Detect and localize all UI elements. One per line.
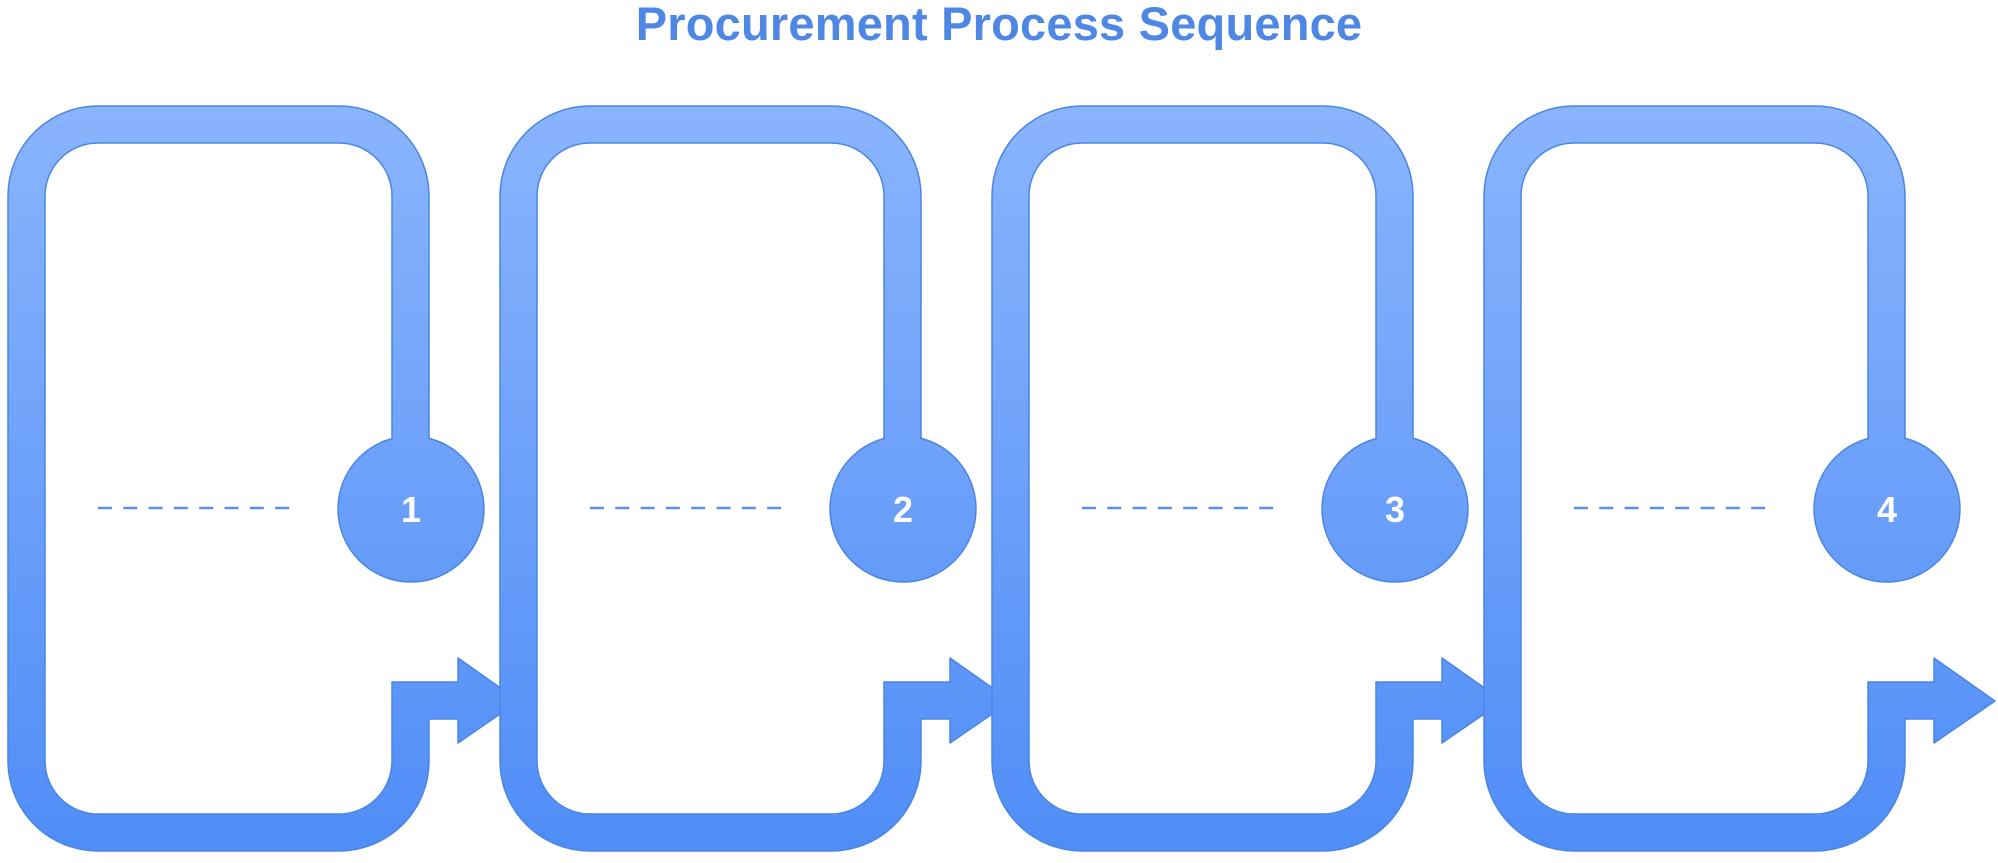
step-band-arrow <box>1483 105 1996 852</box>
step-band-arrow <box>7 105 520 852</box>
step-band-arrow <box>499 105 1012 852</box>
step-3: 3 <box>991 105 1504 852</box>
stem-joint <box>885 430 920 446</box>
step-4: 4 <box>1483 105 1996 852</box>
stem-joint <box>393 430 428 446</box>
step-number: 3 <box>1385 489 1405 530</box>
step-2: 2 <box>499 105 1012 852</box>
step-band-arrow <box>991 105 1504 852</box>
stem-joint <box>1869 430 1904 446</box>
step-number: 4 <box>1877 489 1897 530</box>
step-number: 1 <box>401 489 421 530</box>
diagram-title: Procurement Process Sequence <box>635 0 1363 50</box>
step-1: 1 <box>7 105 520 852</box>
stem-joint <box>1377 430 1412 446</box>
step-number: 2 <box>893 489 913 530</box>
